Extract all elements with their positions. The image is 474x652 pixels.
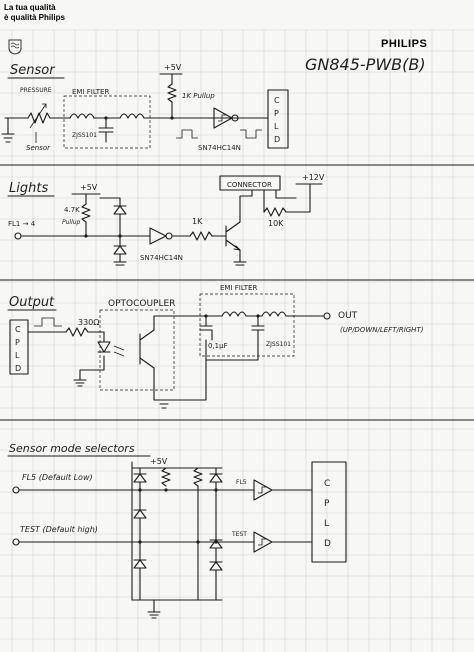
series-resistor — [65, 327, 105, 337]
output-terminal — [323, 312, 331, 320]
fl-input-label: FL1 → 4 — [8, 220, 36, 228]
clamp-diode — [113, 205, 127, 215]
clamp-diode — [113, 245, 127, 255]
sensor-section: Sensor PRESSURE Sensor EMI FILTER ZJSS10… — [1, 63, 289, 152]
res1-label: 4.7K — [64, 206, 80, 214]
cpld-block — [311, 461, 347, 563]
fl5-label: FL5 (Default Low) — [22, 473, 93, 482]
optocoupler-block — [99, 309, 175, 391]
cpld-block — [267, 89, 289, 149]
ground-icon — [147, 611, 161, 619]
supply-label: +5V — [164, 63, 182, 72]
svg-text:D: D — [274, 135, 280, 144]
brand-logo-text: PHILIPS — [381, 38, 428, 50]
driver-transistor — [225, 221, 241, 251]
svg-text:C: C — [324, 479, 330, 489]
lights-supply-label: +5V — [80, 183, 98, 192]
pulse-waveform — [34, 317, 62, 327]
svg-text:P: P — [274, 109, 279, 118]
svg-text:D: D — [15, 364, 21, 373]
svg-text:L: L — [15, 351, 20, 360]
selectors-supply-label: +5V — [150, 457, 168, 466]
ground-icon — [1, 133, 15, 143]
ground-icon — [113, 253, 127, 266]
ground-icon — [73, 379, 87, 387]
output-section: Output C P L D 330Ω OPTOCOUPLER EMI FIL — [7, 284, 424, 409]
philips-shield-icon — [8, 39, 22, 55]
svg-text:C: C — [15, 325, 21, 334]
svg-text:L: L — [274, 122, 279, 131]
emi-filter-block — [199, 293, 295, 357]
selectors-title: Sensor mode selectors — [9, 442, 135, 455]
pullup-resistor — [193, 467, 203, 601]
pulse-waveform — [240, 129, 262, 139]
res3-label: 10K — [268, 219, 284, 228]
ic-label: SN74HC14N — [198, 144, 241, 152]
opto-led — [97, 341, 111, 353]
pullup-label: 1K Pullup — [182, 92, 215, 100]
pullup-resistor — [167, 83, 177, 119]
svg-text:C: C — [274, 96, 280, 105]
schmitt-buffer — [253, 479, 273, 501]
out-label: OUT — [338, 311, 358, 321]
opto-label: OPTOCOUPLER — [108, 299, 175, 309]
emi-inductors — [205, 311, 325, 317]
pulldown-resistor — [161, 467, 171, 487]
clamp-diode — [133, 509, 147, 519]
fl5-tag: FL5 — [236, 479, 247, 486]
pressure-label: PRESSURE — [20, 87, 52, 94]
connector-label: CONNECTOR — [227, 181, 272, 189]
emi-inductor — [119, 113, 145, 119]
supply2-label: +12V — [302, 173, 325, 182]
cpld-block — [9, 319, 29, 375]
base-resistor — [189, 231, 213, 241]
connector-block — [219, 175, 281, 191]
pullup-label: Pullup — [62, 219, 81, 226]
sensor-label: Sensor — [26, 144, 51, 152]
ground-icon — [233, 249, 247, 266]
schmitt-inverter — [149, 227, 167, 245]
test-tag: TEST — [231, 531, 247, 538]
pressure-sensor-resistor — [27, 112, 51, 124]
selectors-section: Sensor mode selectors +5V FL5 (Default L… — [7, 442, 347, 619]
out-desc: (UP/DOWN/LEFT/RIGHT) — [340, 326, 424, 334]
pullup-resistor-12v — [263, 207, 297, 217]
pulse-waveform — [176, 129, 198, 139]
lights-section: Lights +5V 4.7K Pullup FL1 → 4 SN74HC14N — [7, 173, 325, 266]
res-label: 330Ω — [78, 318, 99, 327]
svg-text:P: P — [15, 338, 20, 347]
filter-capacitor — [199, 315, 213, 341]
emi-inductor — [69, 113, 95, 119]
clamp-diode — [209, 561, 223, 571]
slogan-line-2: è qualità Philips — [4, 13, 65, 22]
clamp-diode — [133, 467, 147, 483]
model-number: GN845-PWB(B) — [305, 55, 426, 74]
emi-capacitor — [98, 117, 114, 143]
filter-capacitor — [251, 315, 265, 351]
lights-ic-label: SN74HC14N — [140, 254, 183, 262]
clamp-diode — [133, 559, 147, 569]
slogan-line-1: La tua qualità — [4, 3, 56, 12]
pullup-resistor — [81, 203, 91, 237]
output-title: Output — [9, 295, 55, 310]
test-label: TEST (Default high) — [20, 525, 98, 534]
cap-label: ZJSS101 — [72, 132, 97, 139]
clamp-diode — [209, 467, 223, 483]
cap2-label: ZJSS101 — [266, 341, 291, 348]
cap1-label: 0,1µF — [208, 342, 228, 350]
emi-filter-label: EMI FILTER — [72, 88, 109, 96]
sensor-title: Sensor — [10, 63, 56, 78]
schmitt-buffer — [253, 531, 273, 553]
res2-label: 1K — [192, 217, 203, 226]
emi-label: EMI FILTER — [220, 284, 257, 292]
svg-text:D: D — [324, 539, 331, 549]
svg-text:P: P — [324, 499, 330, 509]
lights-title: Lights — [9, 181, 48, 196]
ground-icon — [157, 399, 171, 409]
opto-phototransistor — [139, 329, 155, 369]
svg-text:L: L — [324, 519, 329, 529]
